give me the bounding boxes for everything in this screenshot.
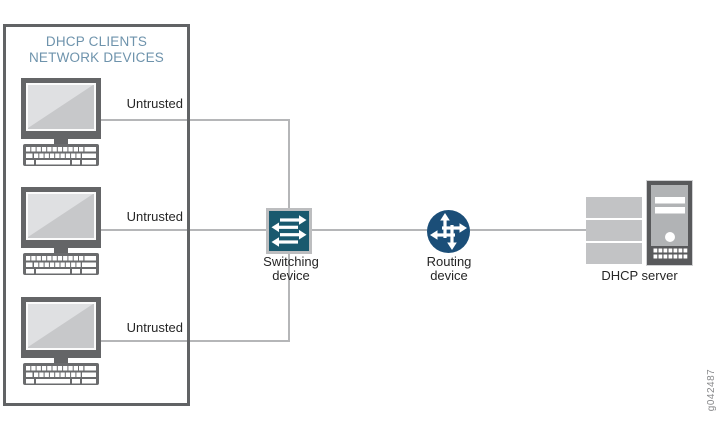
- connector-line-top: [100, 119, 290, 121]
- server-label: DHCP server: [601, 268, 678, 283]
- server-stack-unit-2: [586, 220, 642, 241]
- client-computer-icon-1: [21, 78, 101, 166]
- dhcp-clients-group-box: [3, 24, 190, 406]
- untrusted-label-2: Untrusted: [126, 209, 183, 224]
- untrusted-label-1: Untrusted: [126, 96, 183, 111]
- connector-line-bottom: [100, 340, 290, 342]
- figure-id-watermark: g042487: [706, 368, 717, 412]
- client-computer-icon-2: [21, 187, 101, 275]
- server-stack-unit-1: [586, 197, 642, 218]
- connector-line-middle: [100, 229, 586, 231]
- switch-icon: [266, 208, 312, 254]
- group-box-title-line2: NETWORK DEVICES: [28, 49, 164, 65]
- router-icon: [427, 210, 470, 253]
- untrusted-label-3: Untrusted: [126, 320, 183, 335]
- group-box-title: DHCP CLIENTS NETWORK DEVICES: [6, 34, 187, 65]
- switch-label: Switching device: [263, 254, 319, 283]
- router-label: Routing device: [426, 254, 472, 283]
- group-box-title-line1: DHCP CLIENTS: [45, 34, 148, 49]
- client-computer-icon-3: [21, 297, 101, 385]
- server-stack-unit-3: [586, 243, 642, 264]
- server-tower-icon: [646, 180, 693, 266]
